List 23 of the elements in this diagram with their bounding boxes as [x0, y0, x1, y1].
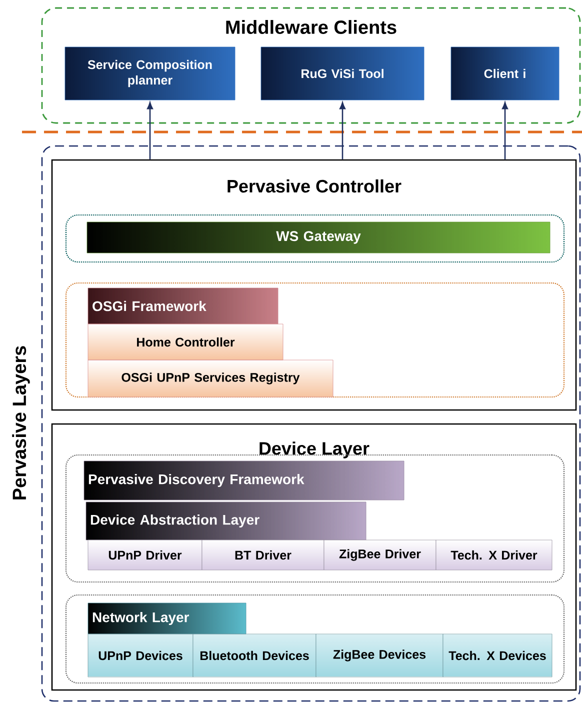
layer-block: Tech. X Driver — [436, 540, 552, 570]
layer-block: Pervasive Discovery Framework — [84, 460, 404, 500]
layer-block: ZigBee Devices — [316, 634, 444, 678]
layer-block: OSGi Framework — [88, 288, 278, 324]
arrow — [147, 102, 153, 160]
layer-block: Tech. X Devices — [442, 634, 552, 678]
layer-block: UPnP Devices — [88, 634, 194, 678]
layer-block: ZigBee Driver — [324, 540, 436, 570]
layer-block: BT Driver — [202, 540, 324, 570]
dotted-group-box — [65, 214, 565, 263]
layer-block: Network Layer — [88, 602, 246, 634]
layer-block: WS Gateway — [86, 222, 550, 254]
layer-block: RuG ViSi Tool — [260, 46, 424, 100]
arrow — [502, 102, 508, 160]
dotted-group-box — [65, 594, 565, 684]
layer-block: UPnP Driver — [88, 540, 202, 570]
layer-block: Home Controller — [88, 324, 284, 360]
layer-block: Client i — [450, 46, 560, 100]
arrow — [340, 102, 346, 160]
layer-block: Bluetooth Devices — [192, 634, 316, 678]
layer-block: OSGi UPnP Services Registry — [88, 360, 334, 398]
node-label: Pervasive Layers — [12, 346, 30, 500]
layer-block: Service Composition planner — [64, 46, 236, 100]
